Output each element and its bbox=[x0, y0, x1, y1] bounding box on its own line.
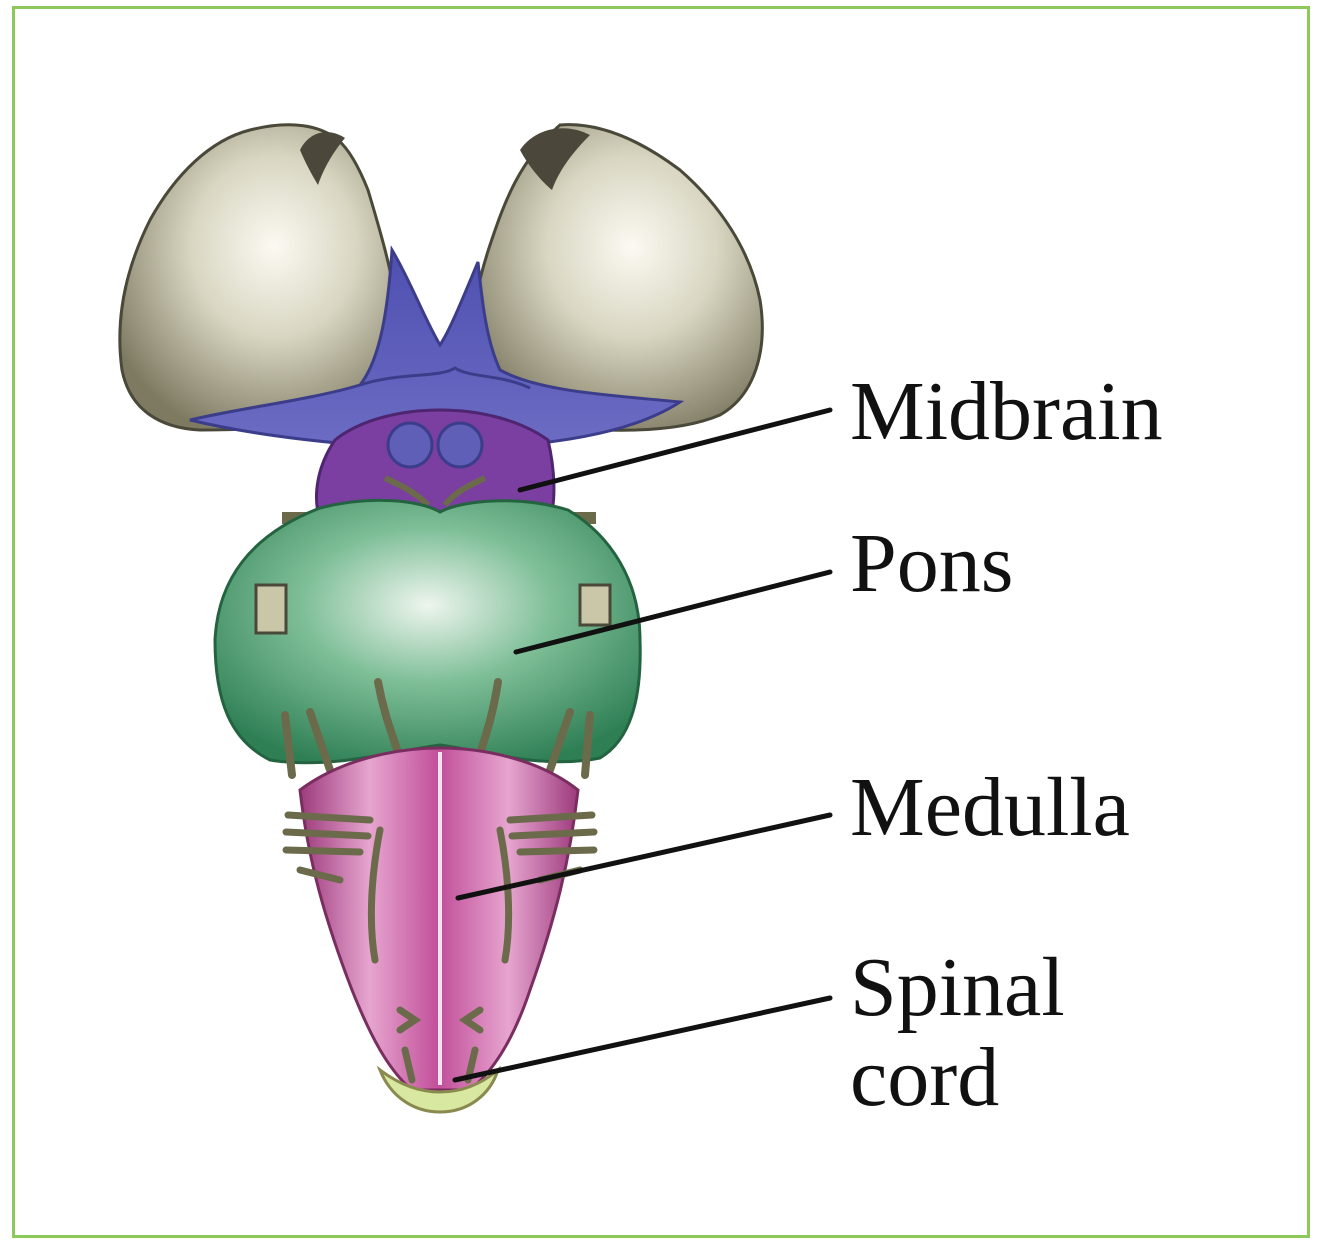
medulla-label: Medulla bbox=[850, 761, 1130, 854]
right-hemisphere-notch bbox=[520, 128, 590, 190]
leader-line-pons bbox=[513, 569, 833, 655]
leader-line-medulla bbox=[455, 812, 833, 901]
spinal-cord-label: Spinal cord bbox=[850, 946, 1065, 1120]
midbrain-label: Midbrain bbox=[850, 365, 1163, 458]
leader-line-spinal-cord bbox=[452, 995, 833, 1083]
leader-line-midbrain bbox=[517, 407, 833, 493]
spinal-cord-label-line2: cord bbox=[850, 1031, 1000, 1124]
midbrain-lower bbox=[315, 408, 556, 522]
cranial-nerves-medulla bbox=[282, 811, 598, 1084]
left-hemisphere-notch bbox=[300, 132, 345, 185]
pons bbox=[213, 498, 642, 765]
midbrain-upper bbox=[189, 245, 685, 447]
pons-label: Pons bbox=[850, 517, 1014, 610]
pons-nerve-left bbox=[254, 583, 288, 635]
colliculus-left bbox=[386, 421, 434, 469]
right-hemisphere bbox=[470, 123, 764, 432]
leader-lines bbox=[452, 407, 833, 1083]
pons-nerve-right bbox=[578, 583, 612, 627]
midbrain-ridge bbox=[359, 366, 531, 390]
colliculus-right bbox=[436, 421, 484, 469]
spinal-cord-label-line1: Spinal bbox=[850, 941, 1065, 1034]
